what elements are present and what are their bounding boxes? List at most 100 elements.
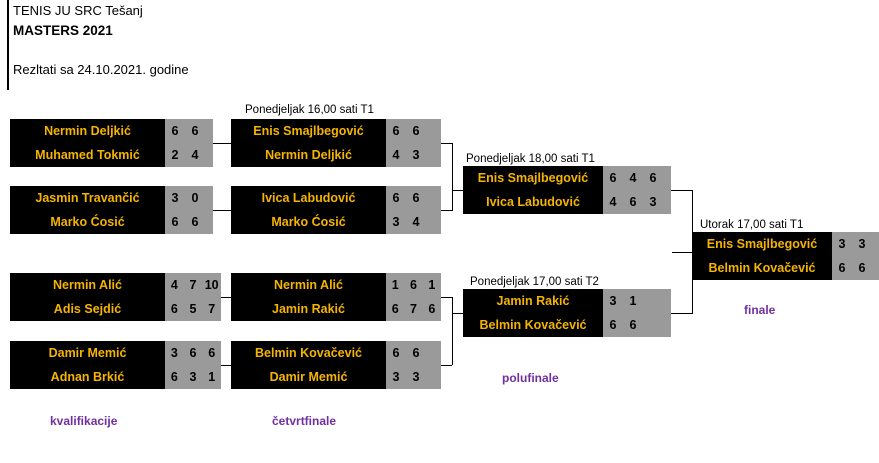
score-row: 6 6 <box>386 186 441 210</box>
set-score: 3 <box>170 346 178 360</box>
player-name: Adis Sejdić <box>53 302 122 316</box>
document-header: TENIS JU SRC Tešanj MASTERS 2021 Rezltat… <box>0 0 300 95</box>
set-score: 3 <box>189 370 197 384</box>
connector-qf-join-bottom <box>452 297 453 365</box>
connector-sf1-out <box>670 190 692 191</box>
score-row: 3 3 <box>386 365 441 389</box>
player-name: Belmin Kovačević <box>708 261 816 275</box>
set-score: 3 <box>858 237 866 251</box>
player-name: Jasmin Travančić <box>35 191 140 205</box>
match-card-q4[interactable]: Damir Memić Adnan Brkić 3 6 6 6 3 1 <box>10 341 221 389</box>
set-score: 4 <box>629 171 637 185</box>
set-score: 1 <box>428 278 436 292</box>
header-vertical-rule <box>7 0 9 90</box>
match-players: Nermin Deljkić Muhamed Tokmić <box>10 119 165 167</box>
match-card-qf4[interactable]: Belmin Kovačević Damir Memić 6 6 3 3 <box>231 341 441 389</box>
set-score: 6 <box>412 346 420 360</box>
round-label-polufinale: polufinale <box>502 371 559 385</box>
player-name: Nermin Alić <box>273 278 343 292</box>
player-name: Nermin Deljkić <box>44 124 131 138</box>
match-scores: 3 1 6 6 <box>603 289 671 337</box>
score-row: 6 6 <box>386 119 441 143</box>
set-score: 2 <box>171 148 179 162</box>
schedule-sf2: Ponedjeljak 17,00 sati T2 <box>470 276 599 288</box>
match-scores: 6 6 2 4 <box>165 119 213 167</box>
connector-sf2-in <box>452 313 463 314</box>
connector-qf1-out <box>430 143 452 144</box>
score-row: 1 6 1 <box>386 273 441 297</box>
set-score: 1 <box>208 370 216 384</box>
player-name: Enis Smajlbegović <box>477 171 589 185</box>
match-card-final[interactable]: Enis Smajlbegović Belmin Kovačević 3 3 6… <box>692 232 879 280</box>
set-score: 3 <box>609 294 617 308</box>
match-card-q3[interactable]: Nermin Alić Adis Sejdić 4 7 10 6 5 7 <box>10 273 221 321</box>
match-card-qf3[interactable]: Nermin Alić Jamin Rakić 1 6 1 6 7 6 <box>231 273 441 321</box>
player-name: Ivica Labudović <box>261 191 356 205</box>
set-score: 6 <box>428 302 436 316</box>
score-row: 4 6 3 <box>603 190 671 214</box>
match-players: Belmin Kovačević Damir Memić <box>231 341 386 389</box>
match-players: Enis Smajlbegović Belmin Kovačević <box>692 232 832 280</box>
match-players: Damir Memić Adnan Brkić <box>10 341 165 389</box>
match-card-qf1[interactable]: Enis Smajlbegović Nermin Deljkić 6 6 4 3 <box>231 119 441 167</box>
schedule-sf1: Ponedjeljak 18,00 sati T1 <box>466 153 595 165</box>
set-score: 6 <box>191 215 199 229</box>
connector-qf-join-top <box>452 143 453 211</box>
player-name: Muhamed Tokmić <box>35 148 140 162</box>
score-row: 4 7 10 <box>165 273 221 297</box>
set-score: 6 <box>609 318 617 332</box>
set-score: 3 <box>838 237 846 251</box>
player-name: Jamin Rakić <box>496 294 570 308</box>
set-score: 7 <box>410 302 417 316</box>
set-score: 4 <box>170 278 178 292</box>
player-name: Belmin Kovačević <box>479 318 587 332</box>
set-score: 1 <box>629 294 637 308</box>
set-score: 6 <box>629 318 637 332</box>
match-scores: 3 0 6 6 <box>165 186 213 234</box>
score-row: 6 6 <box>165 119 213 143</box>
set-score: 6 <box>609 171 617 185</box>
set-score: 1 <box>391 278 399 292</box>
set-score: 3 <box>412 370 420 384</box>
match-card-qf2[interactable]: Ivica Labudović Marko Ćosić 6 6 3 4 <box>231 186 441 234</box>
score-row: 6 6 <box>386 341 441 365</box>
player-name: Damir Memić <box>48 346 127 360</box>
connector-sf2-out <box>670 313 692 314</box>
match-card-sf2[interactable]: Jamin Rakić Belmin Kovačević 3 1 6 6 <box>463 289 671 337</box>
set-score: 6 <box>412 124 420 138</box>
connector-sf1-in <box>452 190 463 191</box>
score-row: 4 3 <box>386 143 441 167</box>
set-score: 4 <box>392 148 400 162</box>
match-scores: 3 3 6 6 <box>832 232 879 280</box>
match-scores: 6 6 3 4 <box>386 186 441 234</box>
match-scores: 3 6 6 6 3 1 <box>165 341 221 389</box>
match-card-q2[interactable]: Jasmin Travančić Marko Ćosić 3 0 6 6 <box>10 186 213 234</box>
set-score: 6 <box>391 302 399 316</box>
set-score: 4 <box>412 215 420 229</box>
set-score: 6 <box>649 171 657 185</box>
set-score: 7 <box>189 278 197 292</box>
page-title: MASTERS 2021 <box>13 23 113 38</box>
set-score: 3 <box>171 191 179 205</box>
match-scores: 6 6 4 3 <box>386 119 441 167</box>
score-row: 3 3 <box>832 232 879 256</box>
set-score: 6 <box>170 370 178 384</box>
schedule-final: Utorak 17,00 sati T1 <box>700 219 804 231</box>
match-players: Jamin Rakić Belmin Kovačević <box>463 289 603 337</box>
match-scores: 6 6 3 3 <box>386 341 441 389</box>
connector-q2-qf2 <box>203 210 231 211</box>
player-name: Enis Smajlbegović <box>253 124 364 138</box>
player-name: Damir Memić <box>269 370 348 384</box>
connector-qf2-out <box>430 210 452 211</box>
set-score: 6 <box>392 346 400 360</box>
match-players: Enis Smajlbegović Nermin Deljkić <box>231 119 386 167</box>
score-row: 6 7 6 <box>386 297 441 321</box>
set-score: 6 <box>838 261 846 275</box>
set-score: 6 <box>392 124 400 138</box>
player-name: Enis Smajlbegović <box>706 237 818 251</box>
score-row: 3 0 <box>165 186 213 210</box>
set-score: 3 <box>392 215 400 229</box>
match-card-sf1[interactable]: Enis Smajlbegović Ivica Labudović 6 4 6 … <box>463 166 671 214</box>
match-card-q1[interactable]: Nermin Deljkić Muhamed Tokmić 6 6 2 4 <box>10 119 213 167</box>
match-players: Nermin Alić Jamin Rakić <box>231 273 386 321</box>
